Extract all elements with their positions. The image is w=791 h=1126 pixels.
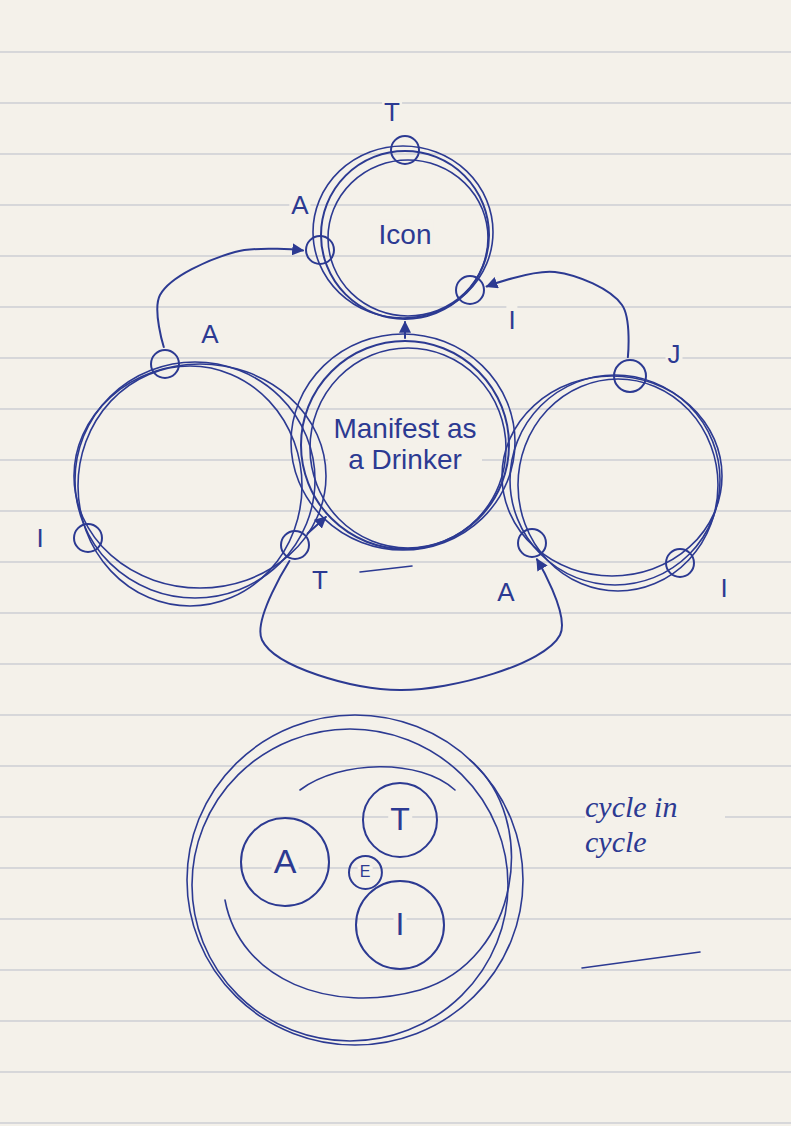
circle-stroke — [391, 136, 419, 164]
stage-marker: T — [390, 135, 420, 165]
node-title: I — [394, 907, 407, 942]
right-cycle-ring — [510, 375, 720, 585]
ruling-line — [0, 664, 791, 665]
circle-stroke — [666, 549, 694, 577]
ruling-line — [0, 307, 791, 308]
cycle-circle: I — [355, 880, 445, 970]
circle-outline — [613, 359, 647, 393]
stage-marker: I — [73, 523, 103, 553]
swirl-stroke — [225, 760, 511, 998]
ruling-line — [0, 256, 791, 257]
node-letter: I — [506, 306, 517, 335]
node-letter: A — [199, 320, 220, 349]
node-letter: A — [289, 191, 310, 220]
circle-stroke — [301, 341, 509, 549]
cycle-circle: A — [240, 817, 330, 907]
circle-outline — [305, 235, 335, 265]
ruling-line — [0, 1072, 791, 1073]
outer-cycle-ring — [187, 715, 523, 1045]
cycle-arrow — [157, 249, 303, 347]
cycle-arrow — [260, 559, 562, 690]
ruling-line — [0, 511, 791, 512]
stage-marker: A — [517, 528, 547, 558]
cycle-arrow — [487, 272, 629, 357]
cycle-arrow — [308, 517, 326, 534]
center-ring-stroke — [310, 348, 506, 548]
underline — [582, 952, 700, 968]
node-letter: I — [718, 574, 729, 603]
left-cycle-ring — [78, 366, 302, 606]
node-letter: T — [382, 98, 402, 127]
stage-marker: I — [665, 548, 695, 578]
circle-outline — [455, 275, 485, 305]
cycle-arrow — [404, 322, 406, 338]
circle-outline — [517, 528, 547, 558]
ruling-lines — [0, 52, 791, 1123]
circle-stroke — [306, 236, 334, 264]
ruling-line — [0, 613, 791, 614]
ruling-line — [0, 52, 791, 53]
ruling-line — [0, 154, 791, 155]
circle-stroke — [151, 350, 179, 378]
stage-marker: J — [613, 359, 647, 393]
circle-stroke — [321, 151, 489, 319]
node-title: Icon — [377, 220, 434, 251]
stage-marker: A — [305, 235, 335, 265]
circle-outline — [280, 530, 310, 560]
node-title: T — [388, 802, 412, 837]
circle-outline — [665, 548, 695, 578]
left-cycle-ring — [74, 364, 326, 588]
ruling-line — [0, 1123, 791, 1124]
circle-stroke — [614, 360, 646, 392]
ruling-line — [0, 766, 791, 767]
node-letter: J — [666, 340, 683, 369]
circle-outline — [150, 349, 180, 379]
circle-outline — [390, 135, 420, 165]
stage-marker: I — [455, 275, 485, 305]
node-title: A — [272, 843, 299, 880]
circle-stroke — [241, 818, 329, 906]
ruling-line — [0, 868, 791, 869]
stage-marker: T — [280, 530, 310, 560]
circle-stroke — [281, 531, 309, 559]
cycle-circle: E — [348, 855, 383, 890]
circle-stroke — [349, 856, 382, 889]
center-ring-stroke — [291, 334, 515, 550]
circle-stroke — [356, 881, 444, 969]
cycle-circle: IconTAI — [320, 150, 490, 320]
right-cycle-ring — [518, 379, 718, 591]
circle-stroke — [363, 783, 437, 857]
ruling-line — [0, 1021, 791, 1022]
pen-sketch — [74, 146, 722, 1045]
ruling-line — [0, 715, 791, 716]
stage-marker: A — [150, 349, 180, 379]
circle-stroke — [74, 524, 102, 552]
circle-stroke — [456, 276, 484, 304]
node-title: Manifest as a Drinker — [328, 414, 482, 476]
underline — [360, 566, 412, 572]
node-title: E — [358, 863, 373, 881]
handwritten-note: cycle in cycle — [585, 790, 725, 859]
icon-ring-stroke — [328, 160, 488, 316]
node-letter: A — [495, 578, 516, 607]
outer-cycle-ring — [192, 729, 508, 1041]
node-letter: T — [310, 566, 330, 595]
ruling-line — [0, 205, 791, 206]
icon-ring-stroke — [313, 146, 493, 318]
node-letter: I — [34, 524, 45, 553]
right-cycle-ring — [502, 376, 722, 576]
ruling-line — [0, 409, 791, 410]
cycle-circle: T — [362, 782, 438, 858]
cycle-circle: Manifest as a Drinker — [300, 340, 510, 550]
circle-outline — [73, 523, 103, 553]
circle-stroke — [518, 529, 546, 557]
swirl-stroke — [300, 767, 455, 790]
